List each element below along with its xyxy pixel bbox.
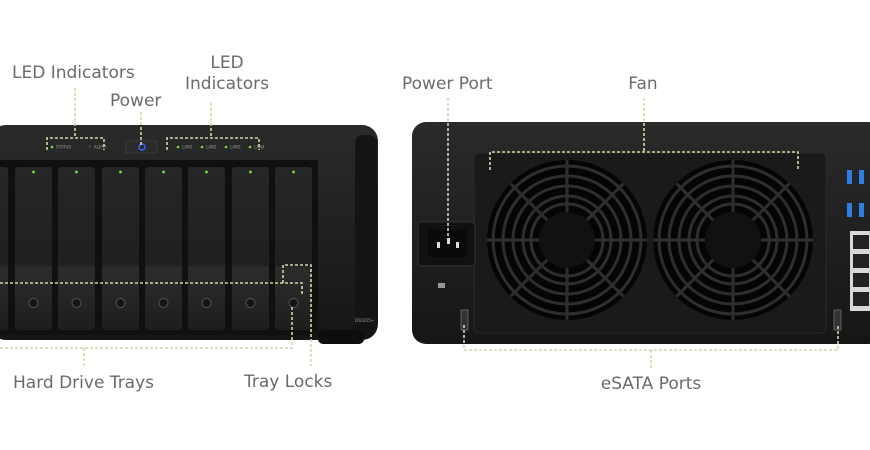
front-unit: STATUS ALERT LAN1 LAN2 LAN3 LAN4 DS1815+ (0, 125, 378, 344)
callout-lines (0, 88, 839, 368)
led-right-callout (166, 103, 260, 150)
tray-locks-callout (282, 264, 312, 366)
esata-port-2 (833, 309, 842, 331)
tray-lock-icon[interactable] (115, 298, 126, 308)
drive-tray[interactable] (275, 167, 312, 330)
trays-bottom-callout (0, 305, 293, 366)
lan4-led-icon (248, 145, 252, 149)
power-pin-icon (447, 238, 450, 244)
usb-port (859, 170, 864, 184)
tray-lock-icon[interactable] (201, 298, 212, 308)
label-esata-ports: eSATA Ports (601, 374, 702, 394)
alert-led-icon (89, 145, 91, 148)
lan-port (853, 254, 869, 268)
power-pin-icon (456, 242, 459, 248)
power-button[interactable] (125, 140, 158, 154)
drive-led-icon (249, 170, 252, 174)
label-power: Power (110, 91, 161, 111)
fans (487, 160, 813, 320)
lan-port (853, 273, 869, 287)
drive-tray[interactable] (232, 167, 269, 330)
drive-tray[interactable] (102, 167, 139, 330)
drive-tray[interactable] (58, 167, 95, 330)
usb-port (859, 203, 864, 217)
led-left-callout (46, 88, 105, 150)
tray-lock-icon[interactable] (288, 298, 299, 308)
lan-port (853, 292, 869, 306)
drive-led-icon (292, 170, 295, 174)
drive-led-icon (75, 170, 78, 174)
drive-led-icon (162, 170, 165, 174)
fan-grille (653, 160, 813, 320)
power-pin-icon (437, 242, 440, 248)
drive-tray[interactable] (0, 167, 8, 330)
tray-lock-icon[interactable] (245, 298, 256, 308)
front-side-bezel (355, 135, 377, 335)
kensington-lock-icon (438, 283, 445, 288)
lan3-label: LAN3 (230, 145, 241, 150)
lan2-label: LAN2 (206, 145, 217, 150)
label-power-port: Power Port (402, 74, 493, 94)
front-foot (318, 330, 364, 344)
label-fan: Fan (628, 74, 657, 94)
tray-lock-icon[interactable] (28, 298, 39, 308)
status-led-icon (50, 145, 54, 149)
lan-port-block (850, 231, 870, 311)
label-led-indicators-left: LED Indicators (12, 63, 135, 83)
rear-unit (412, 122, 870, 344)
trays-top-callout (0, 282, 303, 296)
drive-led-icon (32, 170, 35, 174)
label-led-indicators-right-line1: LED (210, 53, 243, 73)
model-label: DS1815+ (355, 318, 374, 323)
esata-callout (463, 325, 839, 368)
tray-lock-icon[interactable] (71, 298, 82, 308)
power-icon (138, 143, 146, 151)
label-tray-locks: Tray Locks (243, 372, 333, 392)
drive-led-icon (205, 170, 208, 174)
lan-port (853, 235, 869, 249)
lan-ports (850, 231, 870, 311)
usb-port (847, 170, 852, 184)
tray-lock-icon[interactable] (158, 298, 169, 308)
fan-callout (489, 98, 799, 170)
label-led-indicators-right-line2: Indicators (185, 74, 269, 94)
lan3-led-icon (224, 145, 228, 149)
fan-grille (487, 160, 647, 320)
fan-hub (705, 212, 761, 268)
usb-port (847, 203, 852, 217)
drive-tray[interactable] (15, 167, 52, 330)
usb-ports (847, 170, 864, 217)
drive-bays (0, 167, 312, 330)
label-hard-drive-trays: Hard Drive Trays (13, 373, 154, 393)
fan-hub (539, 212, 595, 268)
drive-tray[interactable] (145, 167, 182, 330)
alert-led-label: ALERT (94, 145, 107, 150)
drive-led-icon (119, 170, 122, 174)
lan1-led-icon (176, 145, 180, 149)
lan1-label: LAN1 (182, 145, 193, 150)
status-led-label: STATUS (56, 145, 71, 150)
drive-tray[interactable] (188, 167, 225, 330)
lan2-led-icon (200, 145, 204, 149)
